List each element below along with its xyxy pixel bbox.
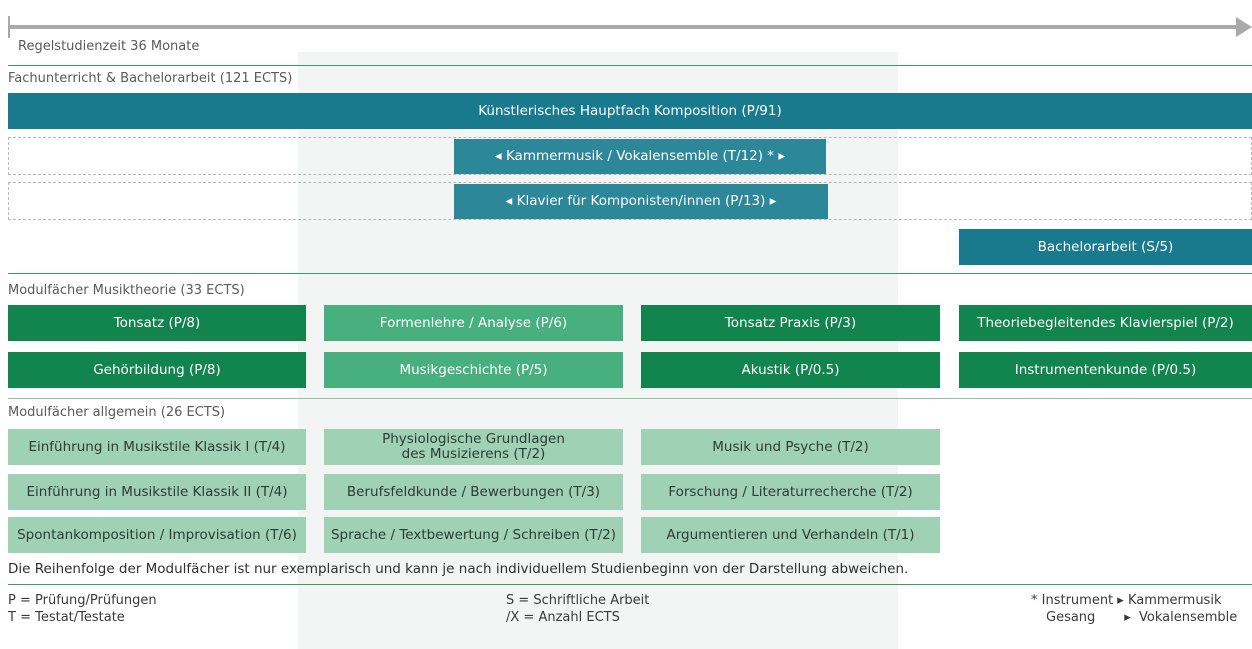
module-physiologie-line1: Physiologische Grundlagen bbox=[382, 431, 565, 447]
module-berufsfeldkunde: Berufsfeldkunde / Bewerbungen (T/3) bbox=[324, 474, 623, 510]
legend-x: /X = Anzahl ECTS bbox=[506, 610, 620, 625]
module-musik-psyche: Musik und Psyche (T/2) bbox=[641, 429, 940, 465]
divider bbox=[8, 584, 1252, 585]
timeline-arrow bbox=[8, 25, 1238, 29]
module-akustik: Akustik (P/0.5) bbox=[641, 352, 940, 388]
module-forschung: Forschung / Literaturrecherche (T/2) bbox=[641, 474, 940, 510]
section-title-fach: Fachunterricht & Bachelorarbeit (121 ECT… bbox=[8, 71, 293, 86]
legend-p: P = Prüfung/Prüfungen bbox=[8, 593, 157, 608]
divider bbox=[8, 273, 1252, 274]
module-klassik-2: Einführung in Musikstile Klassik II (T/4… bbox=[8, 474, 306, 510]
legend-t: T = Testat/Testate bbox=[8, 610, 125, 625]
module-klassik-1: Einführung in Musikstile Klassik I (T/4) bbox=[8, 429, 306, 465]
module-formenlehre: Formenlehre / Analyse (P/6) bbox=[324, 305, 623, 341]
module-musikgeschichte: Musikgeschichte (P/5) bbox=[324, 352, 623, 388]
timeline-label: Regelstudienzeit 36 Monate bbox=[18, 39, 200, 54]
module-gehoerbildung: Gehörbildung (P/8) bbox=[8, 352, 306, 388]
hauptfach-block: Künstlerisches Hauptfach Komposition (P/… bbox=[8, 93, 1252, 129]
section-title-theorie: Modulfächer Musiktheorie (33 ECTS) bbox=[8, 283, 245, 298]
legend-s: S = Schriftliche Arbeit bbox=[506, 593, 650, 608]
bachelorarbeit-block: Bachelorarbeit (S/5) bbox=[959, 229, 1252, 265]
module-spontankomposition: Spontankomposition / Improvisation (T/6) bbox=[8, 517, 306, 553]
order-note: Die Reihenfolge der Modulfächer ist nur … bbox=[8, 561, 909, 577]
arrow-head-icon bbox=[1236, 17, 1252, 37]
legend-instrument: * Instrument ▸ Kammermusik bbox=[1031, 593, 1222, 608]
module-physiologie-line2: des Musizierens (T/2) bbox=[401, 446, 546, 462]
module-physiologie: Physiologische Grundlagen des Musizieren… bbox=[324, 429, 623, 465]
module-tonsatz: Tonsatz (P/8) bbox=[8, 305, 306, 341]
section-title-allgemein: Modulfächer allgemein (26 ECTS) bbox=[8, 405, 226, 420]
klavier-block: ◂ Klavier für Komponisten/innen (P/13) ▸ bbox=[454, 184, 828, 219]
module-instrumentenkunde: Instrumentenkunde (P/0.5) bbox=[959, 352, 1252, 388]
kammermusik-block: ◂ Kammermusik / Vokalensemble (T/12) * ▸ bbox=[454, 139, 826, 174]
divider bbox=[8, 65, 1252, 66]
module-tonsatz-praxis: Tonsatz Praxis (P/3) bbox=[641, 305, 940, 341]
module-argumentieren: Argumentieren und Verhandeln (T/1) bbox=[641, 517, 940, 553]
divider bbox=[8, 398, 1252, 399]
module-klavierspiel: Theoriebegleitendes Klavierspiel (P/2) bbox=[959, 305, 1252, 341]
module-sprache: Sprache / Textbewertung / Schreiben (T/2… bbox=[324, 517, 623, 553]
legend-gesang: Gesang ▸ Vokalensemble bbox=[1046, 610, 1238, 625]
